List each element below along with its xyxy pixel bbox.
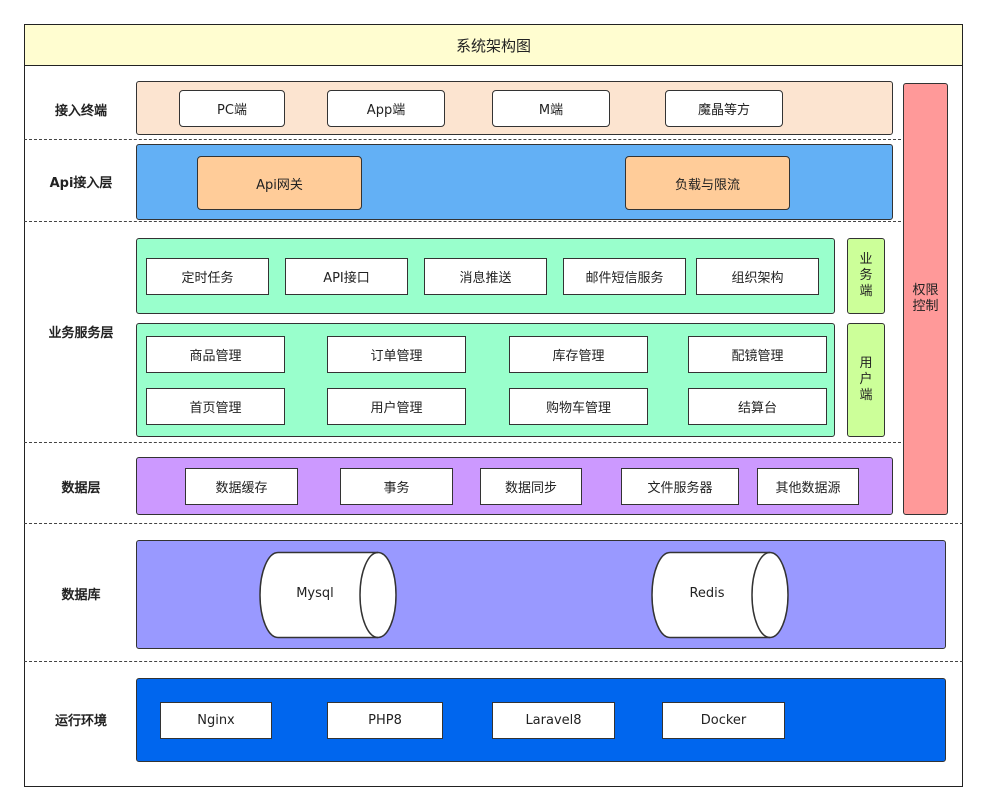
data-item: 文件服务器 <box>621 468 739 505</box>
mysql-cylinder <box>259 551 397 639</box>
business-item: 组织架构 <box>696 258 819 295</box>
terminal-m: M端 <box>492 90 610 127</box>
separator <box>24 139 901 140</box>
user-item: 库存管理 <box>509 336 648 373</box>
separator <box>24 442 901 443</box>
terminal-other: 魔晶等方 <box>665 90 783 127</box>
business-item: 消息推送 <box>424 258 547 295</box>
separator <box>24 221 901 222</box>
user-item: 配镜管理 <box>688 336 827 373</box>
data-item: 数据缓存 <box>185 468 298 505</box>
business-side-tag-text: 业务端 <box>859 252 873 299</box>
data-item: 事务 <box>340 468 453 505</box>
user-side-tag: 用户端 <box>847 323 885 437</box>
load-and-rate-limit: 负载与限流 <box>625 156 790 210</box>
user-item: 结算台 <box>688 388 827 425</box>
business-item: API接口 <box>285 258 408 295</box>
user-item: 商品管理 <box>146 336 285 373</box>
business-side-tag: 业务端 <box>847 238 885 314</box>
redis-label: Redis <box>689 586 725 601</box>
permission-control-label: 权限控制 <box>912 283 939 314</box>
user-item: 用户管理 <box>327 388 466 425</box>
user-item: 首页管理 <box>146 388 285 425</box>
layer-label-database: 数据库 <box>61 587 101 603</box>
permission-control: 权限控制 <box>903 83 948 515</box>
diagram-title: 系统架构图 <box>24 24 963 66</box>
layer-label-runtime: 运行环境 <box>54 713 107 729</box>
layer-label-access-terminal: 接入终端 <box>54 103 107 119</box>
mysql-label: Mysql <box>296 586 334 601</box>
separator <box>24 661 963 662</box>
user-item: 购物车管理 <box>509 388 648 425</box>
layer-label-api: Api接入层 <box>49 175 113 191</box>
business-item: 定时任务 <box>146 258 269 295</box>
terminal-app: App端 <box>327 90 445 127</box>
runtime-nginx: Nginx <box>160 702 272 739</box>
layer-label-business: 业务服务层 <box>48 325 114 341</box>
terminal-pc: PC端 <box>179 90 285 127</box>
data-item: 数据同步 <box>480 468 582 505</box>
layer-label-data: 数据层 <box>61 480 101 496</box>
runtime-php: PHP8 <box>327 702 443 739</box>
business-item: 邮件短信服务 <box>563 258 686 295</box>
runtime-laravel: Laravel8 <box>492 702 615 739</box>
api-gateway: Api网关 <box>197 156 362 210</box>
user-side-tag-text: 用户端 <box>859 356 873 403</box>
data-item: 其他数据源 <box>757 468 859 505</box>
separator <box>24 523 963 524</box>
redis-cylinder <box>651 551 789 639</box>
runtime-docker: Docker <box>662 702 785 739</box>
user-item: 订单管理 <box>327 336 466 373</box>
